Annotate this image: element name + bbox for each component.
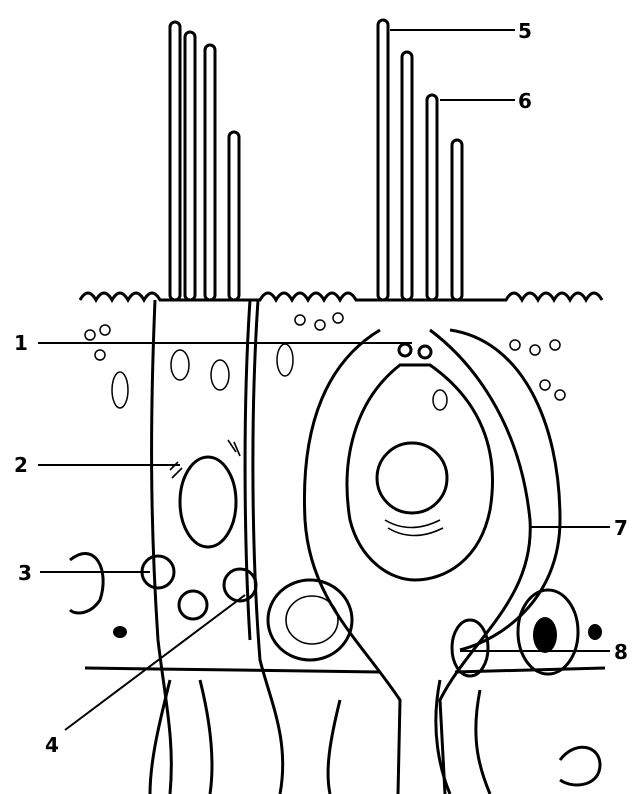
supporting-cells: [150, 299, 285, 794]
hair-cell-right: [302, 328, 562, 794]
label-8: 8: [614, 640, 628, 664]
basement-membrane: [84, 666, 606, 674]
organelles: [84, 312, 566, 411]
label-3: 3: [18, 561, 32, 585]
label-5: 5: [518, 19, 532, 43]
label-2: 2: [14, 453, 28, 477]
label-4: 4: [45, 733, 59, 757]
stereocilia-left: [168, 20, 241, 302]
hair-cell-left: [140, 439, 258, 621]
label-7: 7: [614, 516, 628, 540]
nuclei-lower: [68, 552, 602, 678]
label-6: 6: [518, 89, 532, 113]
stereocilia-right: [376, 18, 464, 302]
nerve-fibers: [148, 679, 602, 794]
label-1: 1: [14, 331, 28, 355]
apical-surface: [78, 291, 604, 304]
leader-lines: [38, 29, 610, 731]
